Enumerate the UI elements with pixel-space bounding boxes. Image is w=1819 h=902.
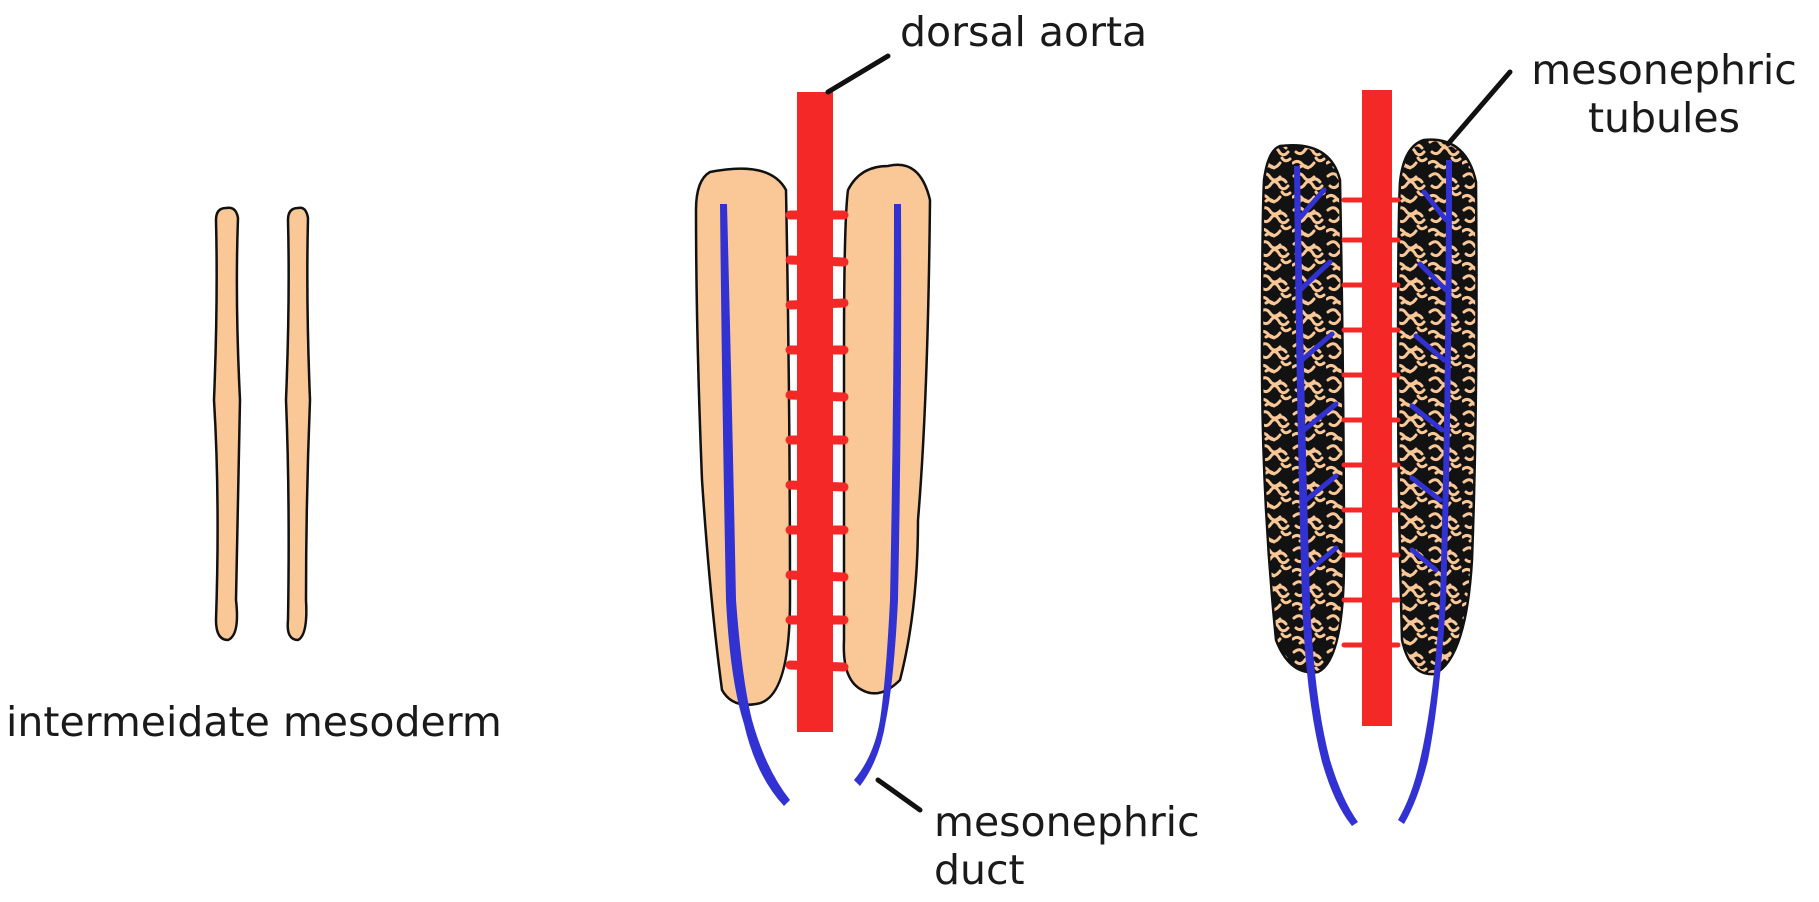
mesoderm-block-left: [696, 169, 790, 705]
stage-2-early-mesonephros: [696, 92, 930, 806]
leader-mesonephric-duct: [878, 780, 920, 810]
dorsal-aorta-stage2: [797, 92, 833, 732]
label-duct-line1: mesonephric: [934, 798, 1200, 846]
label-tubules-line2: tubules: [1524, 94, 1804, 142]
leader-mesonephric-tubules: [1448, 72, 1510, 144]
mesoderm-block-right: [844, 165, 930, 694]
label-mesonephric-tubules: mesonephric tubules: [1524, 46, 1804, 143]
label-dorsal-aorta: dorsal aorta: [900, 8, 1147, 56]
stage-3-mesonephric-tubules: [1262, 90, 1477, 826]
label-duct-line2: duct: [934, 846, 1200, 894]
mesoderm-strip-left: [214, 208, 240, 640]
label-intermediate-mesoderm: intermeidate mesoderm: [6, 698, 502, 746]
label-tubules-line1: mesonephric: [1524, 46, 1804, 94]
stage-1-intermediate-mesoderm: [214, 208, 310, 640]
mesoderm-strip-right: [286, 208, 310, 640]
label-mesonephric-duct: mesonephric duct: [934, 798, 1200, 895]
dorsal-aorta-stage3: [1362, 90, 1392, 726]
leader-dorsal-aorta: [828, 56, 888, 92]
